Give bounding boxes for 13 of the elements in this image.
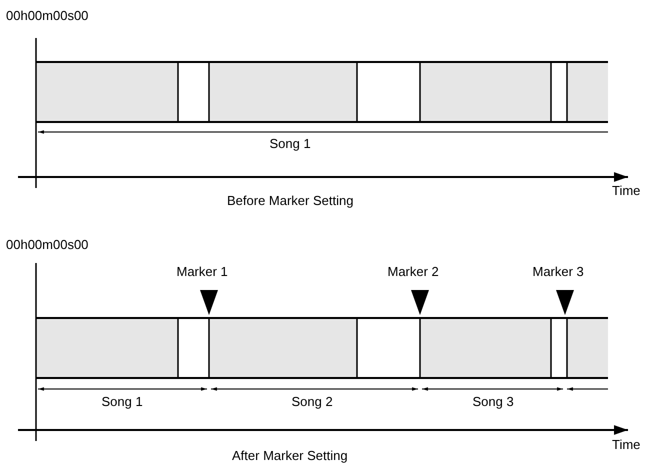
marker-label: Marker 2	[388, 264, 439, 279]
caption: Before Marker Setting	[227, 193, 354, 208]
marker-label: Marker 3	[532, 264, 584, 279]
caption: After Marker Setting	[232, 448, 348, 463]
song-label: Song 3	[472, 394, 514, 409]
song-label: Song 1	[102, 394, 143, 409]
axis-label: Time	[612, 437, 640, 452]
song-label: Song 1	[270, 136, 311, 151]
timecode-label: 00h00m00s00	[6, 237, 88, 252]
timecode-label: 00h00m00s00	[6, 8, 88, 23]
axis-label: Time	[612, 183, 640, 198]
song-label: Song 2	[292, 394, 333, 409]
marker-label: Marker 1	[176, 264, 228, 279]
